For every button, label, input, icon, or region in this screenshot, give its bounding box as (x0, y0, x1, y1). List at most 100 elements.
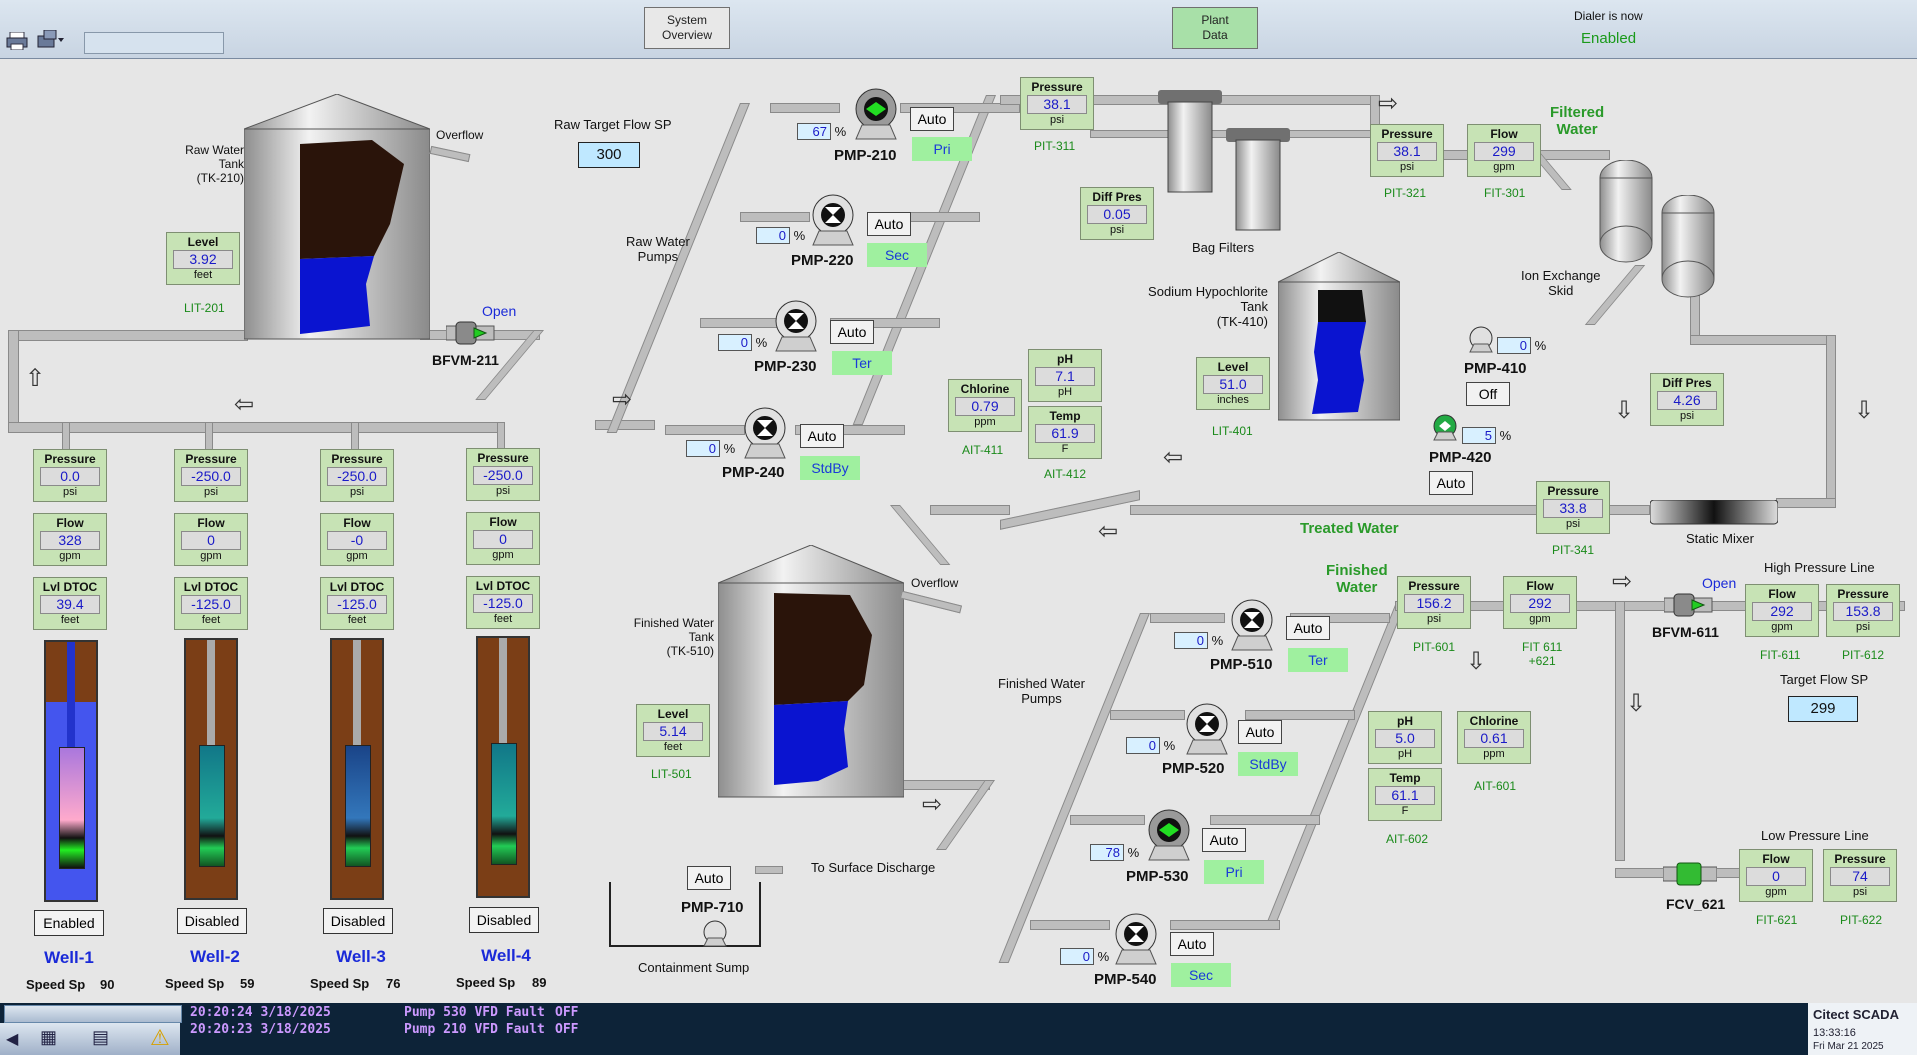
warning-icon[interactable]: ⚠ (150, 1025, 170, 1050)
target-flow-setpoint[interactable]: 299 (1788, 696, 1858, 722)
system-overview-button[interactable]: System Overview (644, 7, 730, 49)
lit-501-box: Level 5.14 feet (636, 704, 710, 757)
flow-arrow-right-hp: ⇨ (1612, 568, 1633, 595)
well-1-status-button[interactable]: Enabled (34, 910, 104, 936)
pmp-240-mode-button[interactable]: Auto (800, 424, 844, 448)
flow-arrow-left-treated: ⇦ (1163, 444, 1184, 471)
pmp-510-speed: 0 % (1174, 632, 1223, 649)
pmp-220-pump[interactable] (808, 193, 858, 247)
alarm-row-2-time[interactable]: 20:20:23 3/18/2025 (190, 1022, 331, 1037)
well-3-status-button[interactable]: Disabled (323, 908, 393, 934)
network-icon[interactable] (36, 29, 66, 50)
well-3-name: Well-3 (336, 947, 386, 966)
well-2-status-button[interactable]: Disabled (177, 908, 247, 934)
pmp-510-pump[interactable] (1227, 598, 1277, 652)
pmp-240-pump[interactable] (740, 406, 790, 460)
raw-water-tank (244, 94, 430, 340)
pit-341-value: 33.8 (1543, 499, 1603, 518)
fit-301-box: Flow 299 gpm (1467, 124, 1541, 177)
lp-pressure-box: Pressure 74 psi (1823, 849, 1897, 902)
pmp-530-mode-button[interactable]: Auto (1202, 828, 1246, 852)
alarm-list-icon[interactable]: ▦ (40, 1027, 58, 1047)
pmp-530-pump[interactable] (1144, 808, 1194, 862)
pmp-210-speed: 67 % (797, 123, 846, 140)
pmp-420-mode-button[interactable]: Auto (1429, 471, 1473, 495)
pmp-410-pump[interactable] (1466, 326, 1496, 354)
plant-data-button[interactable]: Plant Data (1172, 7, 1258, 49)
pmp-710-pump[interactable] (700, 920, 730, 948)
command-input[interactable] (84, 32, 224, 54)
pmp-510-mode-button[interactable]: Auto (1286, 616, 1330, 640)
fcv-621-valve[interactable] (1663, 861, 1717, 887)
pmp-520-label: PMP-520 (1162, 760, 1225, 777)
treated-water-label: Treated Water (1300, 520, 1399, 537)
well-3-speed-label: Speed Sp (310, 976, 370, 991)
well-2-speed-label: Speed Sp (165, 976, 225, 991)
pmp-540-pump[interactable] (1111, 912, 1161, 966)
high-pressure-label: High Pressure Line (1764, 560, 1875, 575)
dialer-status: Enabled (1581, 30, 1637, 47)
flow-arrow-left-mid: ⇦ (1098, 518, 1119, 545)
alarm-row-1-time[interactable]: 20:20:24 3/18/2025 (190, 1005, 331, 1020)
alarm-row-2-message[interactable]: Pump 210 VFD Fault (404, 1022, 545, 1037)
pmp-420-label: PMP-420 (1429, 449, 1492, 466)
pmp-530-speed: 78 % (1090, 844, 1139, 861)
pmp-410-mode-button[interactable]: Off (1466, 382, 1510, 406)
flow-arrow-up: ⇧ (25, 365, 46, 392)
ait-411-box: Chlorine 0.79 ppm (948, 379, 1022, 432)
flow-arrow-down-lp: ⇩ (1626, 690, 1647, 717)
alarm-row-1-message[interactable]: Pump 530 VFD Fault (404, 1005, 545, 1020)
ion-exchange-vessel-2 (1661, 195, 1715, 298)
static-mixer-label: Static Mixer (1686, 531, 1754, 546)
lit-401-tag: LIT-401 (1212, 424, 1253, 438)
lp-flow-box: Flow 0 gpm (1739, 849, 1813, 902)
pmp-520-mode-button[interactable]: Auto (1238, 720, 1282, 744)
pit-321-box: Pressure 38.1 psi (1370, 124, 1444, 177)
temp-602-value: 61.1 (1375, 786, 1435, 805)
clock-time: 13:33:16 (1813, 1027, 1856, 1039)
alarm-row-2-state: OFF (555, 1022, 579, 1037)
bag-filters-label: Bag Filters (1192, 240, 1255, 255)
well-4-status-button[interactable]: Disabled (469, 907, 539, 933)
hp-pressure-box: Pressure 153.8 psi (1826, 584, 1900, 637)
pmp-210-pump[interactable] (851, 87, 901, 141)
pit-311-box: Pressure 38.1 psi (1020, 77, 1094, 130)
well-4-name: Well-4 (481, 946, 531, 965)
flow-arrow-right-filters: ⇨ (1378, 90, 1399, 117)
bfvm-611-valve[interactable] (1664, 592, 1714, 618)
pmp-210-mode-button[interactable]: Auto (910, 107, 954, 131)
pmp-530-label: PMP-530 (1126, 868, 1189, 885)
well-3-pump-icon (345, 745, 371, 867)
pmp-520-pump[interactable] (1182, 702, 1232, 756)
pit-601-value: 156.2 (1404, 594, 1464, 613)
print-icon[interactable] (6, 31, 28, 51)
pmp-240-role: StdBy (800, 456, 860, 480)
back-icon[interactable]: ◀ (6, 1031, 19, 1048)
hp-pressure-value: 153.8 (1833, 602, 1893, 621)
flow-arrow-right-raw: ⇨ (612, 386, 633, 413)
pmp-540-mode-button[interactable]: Auto (1170, 932, 1214, 956)
pit-321-value: 38.1 (1377, 142, 1437, 161)
alarm-scroll-bar[interactable] (4, 1005, 182, 1023)
ait-602-tag: AIT-602 (1386, 832, 1429, 846)
well-1-casing (44, 640, 98, 902)
pmp-210-role: Pri (912, 137, 972, 161)
well-2-pressure-value: -250.0 (181, 467, 241, 486)
alarm-summary-icon[interactable]: ▤ (92, 1027, 110, 1047)
fit-621-tag: FIT-621 (1756, 913, 1798, 927)
bfvm-211-valve[interactable] (446, 320, 496, 346)
raw-target-flow-setpoint[interactable]: 300 (578, 142, 640, 168)
pmp-710-mode-button[interactable]: Auto (687, 866, 731, 890)
pmp-230-pump[interactable] (771, 299, 821, 353)
pmp-220-mode-button[interactable]: Auto (867, 212, 911, 236)
bag-filter-1 (1158, 90, 1222, 193)
lit-201-value: 3.92 (173, 250, 233, 269)
lp-flow-value: 0 (1746, 867, 1806, 886)
ph-412-value: 7.1 (1035, 367, 1095, 386)
fit-301-value: 299 (1474, 142, 1534, 161)
temp-412-box: Temp 61.9 F (1028, 406, 1102, 459)
pmp-230-mode-button[interactable]: Auto (830, 320, 874, 344)
pmp-420-pump[interactable] (1430, 414, 1460, 442)
